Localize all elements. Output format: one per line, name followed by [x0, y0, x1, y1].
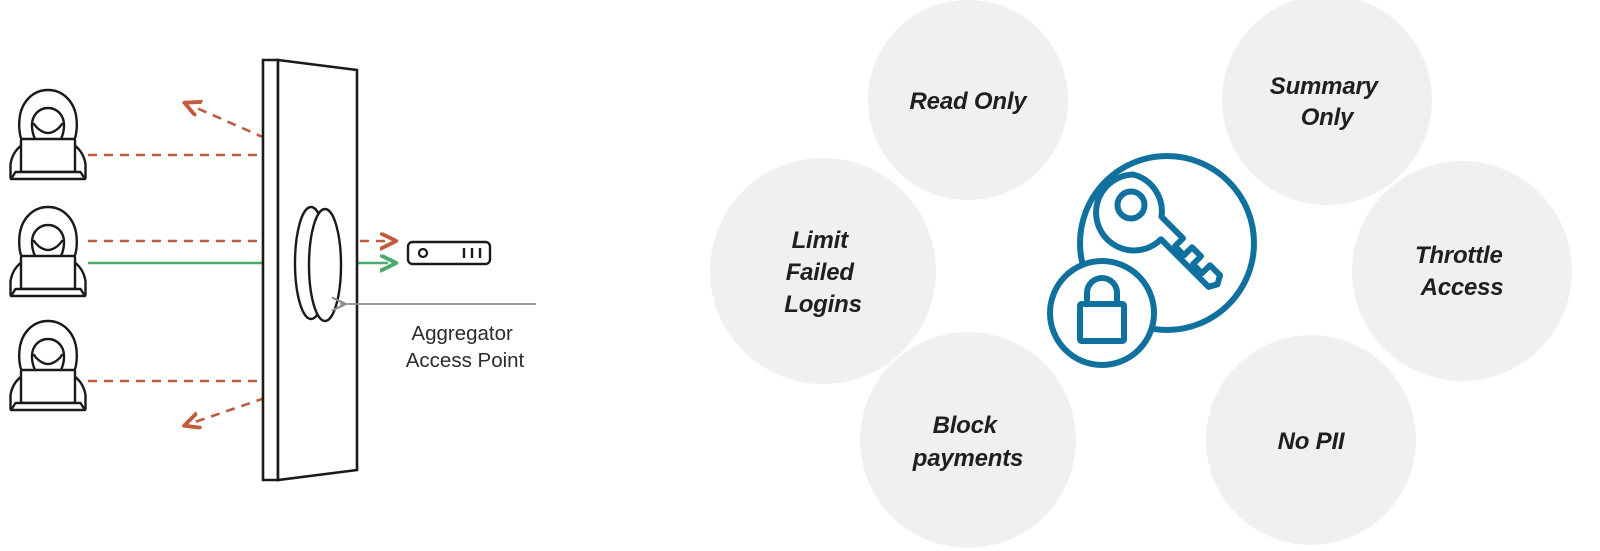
key-icon	[1093, 171, 1223, 290]
flow-blocked-bottom	[88, 379, 266, 423]
bubble-block-payments-label: Block payments	[912, 412, 1023, 472]
bubble-throttle-access[interactable]: Throttle Access	[1352, 161, 1572, 381]
tunnel-opening	[293, 205, 343, 323]
callout-line-2: Access Point	[406, 349, 525, 372]
aggregator-access-point-label: Aggregator Access Point	[406, 322, 525, 372]
hacker-middle	[9, 205, 87, 298]
hacker-top	[9, 88, 87, 181]
server-device	[406, 240, 492, 266]
bubble-summary-only[interactable]: Summary Only	[1222, 0, 1432, 205]
callout-line-1: Aggregator	[411, 322, 513, 345]
padlock-icon	[1077, 275, 1127, 344]
bubble-block-payments[interactable]: Block payments	[860, 332, 1076, 548]
padlock-circle-icon	[1047, 258, 1157, 368]
hacker-bottom	[9, 319, 87, 412]
bubble-limit-failed-logins-label: Limit Failed Logins	[784, 227, 861, 318]
key-lock-icon	[1047, 153, 1257, 368]
bubble-throttle-access-label: Throttle Access	[1415, 242, 1509, 301]
bubble-limit-failed-logins[interactable]: Limit Failed Logins	[710, 158, 936, 384]
bubble-read-only-label: Read Only	[910, 88, 1029, 115]
bubble-no-pii[interactable]: No PII	[1206, 335, 1416, 545]
flow-blocked-top	[88, 106, 266, 157]
bubble-no-pii-label: No PII	[1278, 428, 1346, 455]
bubble-read-only[interactable]: Read Only	[868, 0, 1068, 200]
wall-barrier	[261, 58, 359, 482]
bubble-summary-only-label: Summary Only	[1270, 73, 1384, 131]
